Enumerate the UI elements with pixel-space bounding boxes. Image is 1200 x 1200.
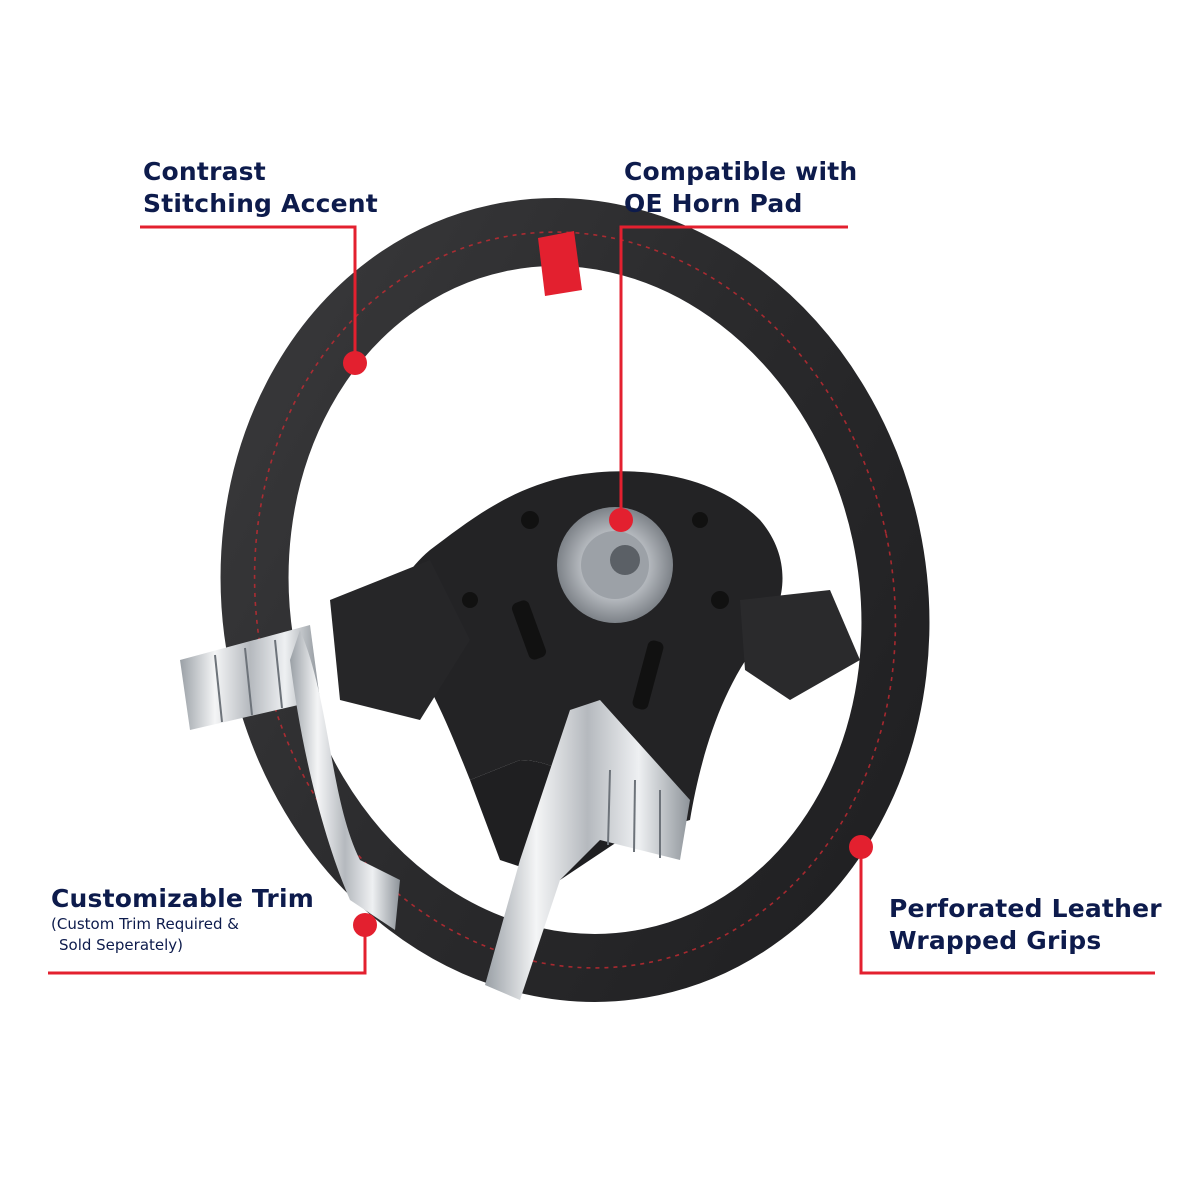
stitching-label-line1: Contrast [143, 157, 266, 186]
horn-pad-callout-label: Compatible with OE Horn Pad [624, 156, 857, 220]
grips-label-line1: Perforated Leather [889, 894, 1162, 923]
trim-note-line2: Sold Seperately) [59, 936, 184, 954]
horn-pad-label-line2: OE Horn Pad [624, 189, 803, 218]
horn-pad-leader [619, 225, 848, 520]
callout-lines [48, 225, 1155, 975]
horn-pad-label-line1: Compatible with [624, 157, 858, 186]
stitching-leader [140, 225, 357, 363]
grips-callout-dot [849, 835, 873, 859]
grips-label-line2: Wrapped Grips [889, 926, 1102, 955]
trim-leader [48, 925, 367, 975]
trim-callout-dot [353, 913, 377, 937]
stitching-callout-dot [343, 351, 367, 375]
right-trim-module [485, 700, 690, 1000]
left-trim-module [180, 625, 400, 930]
stitching-callout-label: Contrast Stitching Accent [143, 156, 378, 220]
trim-label-line1: Customizable Trim [51, 884, 314, 913]
top-center-stripe [538, 231, 582, 296]
trim-callout-note: (Custom Trim Required & Sold Seperately) [51, 914, 239, 956]
trim-note-line1: (Custom Trim Required & [51, 915, 239, 933]
grips-callout-label: Perforated Leather Wrapped Grips [889, 893, 1162, 957]
horn-pad-callout-dot [609, 508, 633, 532]
stitching-label-line2: Stitching Accent [143, 189, 378, 218]
grips-leader [859, 847, 1155, 975]
trim-callout-label: Customizable Trim [51, 883, 314, 915]
